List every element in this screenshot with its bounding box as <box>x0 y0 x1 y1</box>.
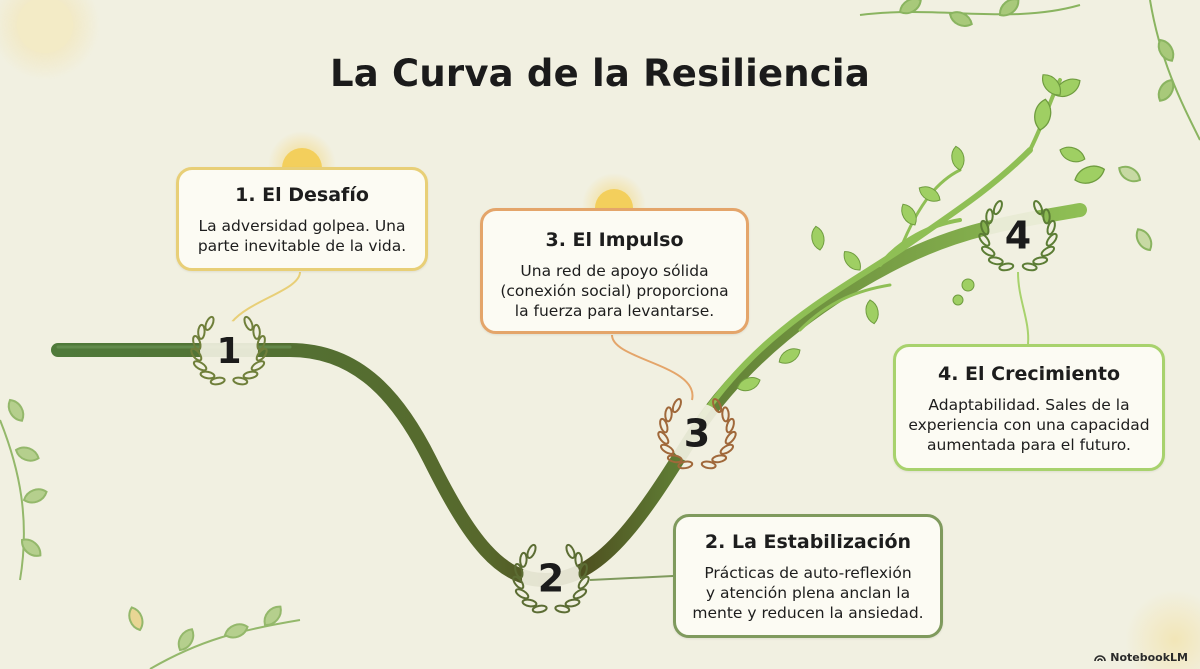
stage-3-title: 3. El Impulso <box>545 229 684 251</box>
sun-bottom-right-decoration <box>1125 590 1200 669</box>
stage-1-number: 1 <box>216 331 241 372</box>
branch-left-decoration <box>0 396 50 581</box>
vine-berries <box>952 278 975 306</box>
resilience-curve <box>51 203 1087 588</box>
stage-card-4: 4. El Crecimiento Adaptabilidad. Sales d… <box>893 344 1165 471</box>
page-title: La Curva de la Resiliencia <box>329 52 870 95</box>
stage-2-line-1: Prácticas de auto-reflexión <box>704 564 912 582</box>
stage-3-wreath: 3 <box>657 398 737 470</box>
stage-4-line-2: experiencia con una capacidad <box>908 416 1150 435</box>
stage-2-line-3: mente y reducen la ansiedad. <box>692 604 924 623</box>
stage-4-title: 4. El Crecimiento <box>938 363 1120 385</box>
stage-4-line-1: Adaptabilidad. Sales de la <box>928 396 1130 414</box>
brand-label: NotebookLM <box>1110 651 1188 664</box>
stage-4-wreath: 4 <box>978 200 1058 272</box>
stage-2-description: Prácticas de auto-reflexión y atención p… <box>686 563 930 623</box>
stage-2-number: 2 <box>538 557 564 601</box>
branch-bottom-left-decoration <box>125 601 301 669</box>
stage-3-line-2: (conexión social) proporciona <box>500 282 729 301</box>
stage-card-1: 1. El Desafío La adversidad golpea. Una … <box>176 167 428 271</box>
stage-4-line-3: aumentada para el futuro. <box>927 436 1131 455</box>
stage-2-line-2: y atención plena anclan la <box>705 584 911 603</box>
stage-3-description: Una red de apoyo sólida (conexión social… <box>493 261 736 321</box>
stage-3-line-1: Una red de apoyo sólida <box>520 262 709 280</box>
stage-1-wreath: 1 <box>190 315 268 386</box>
stage-1-line-1: La adversidad golpea. Una <box>198 217 406 235</box>
stage-3-line-3: la fuerza para levantarse. <box>514 302 715 321</box>
branch-top-right-decoration <box>859 0 1200 254</box>
notebooklm-brand: NotebookLM <box>1094 651 1188 664</box>
stage-markers: 1 2 3 4 <box>190 200 1058 614</box>
stage-4-description: Adaptabilidad. Sales de la experiencia c… <box>906 395 1152 455</box>
notebooklm-logo-icon <box>1094 655 1107 662</box>
sun-top-left-decoration <box>0 0 100 80</box>
connector-lines <box>231 271 1030 581</box>
stage-2-title: 2. La Estabilización <box>704 531 912 553</box>
stage-1-title: 1. El Desafío <box>235 184 369 206</box>
stage-1-description: La adversidad golpea. Una parte inevitab… <box>189 216 415 256</box>
stage-card-2: 2. La Estabilización Prácticas de auto-r… <box>673 514 943 638</box>
stage-3-number: 3 <box>684 412 710 456</box>
stage-1-line-2: parte inevitable de la vida. <box>197 237 407 256</box>
stage-card-3: 3. El Impulso Una red de apoyo sólida (c… <box>480 208 749 334</box>
stage-2-wreath: 2 <box>512 543 590 614</box>
stage-4-number: 4 <box>1005 214 1031 258</box>
